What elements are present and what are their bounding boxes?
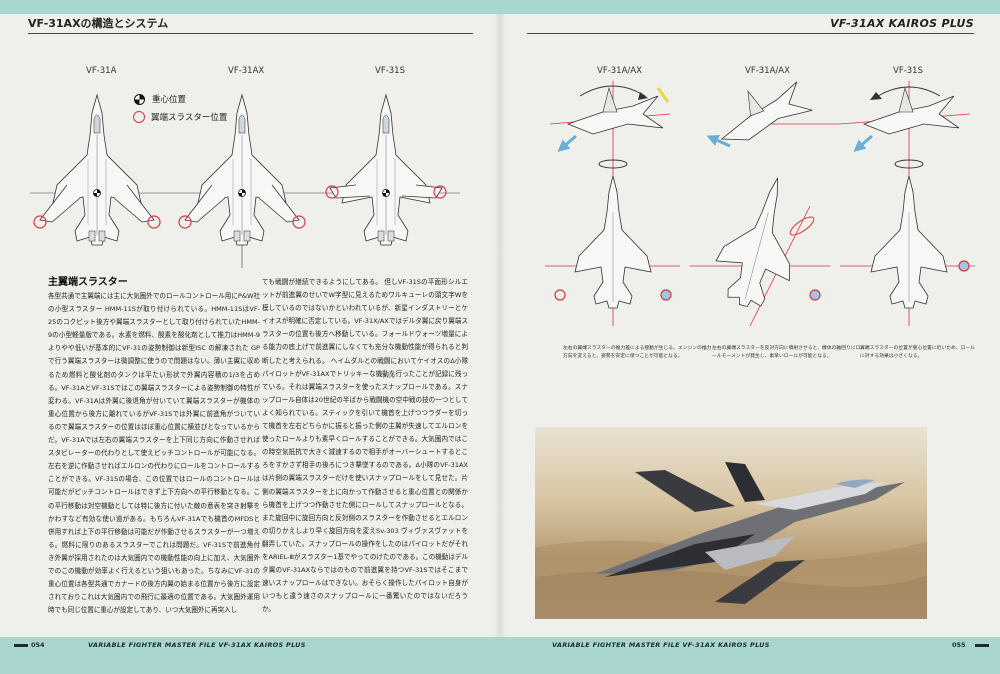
right-fig-label-3: VF-31S: [893, 66, 923, 76]
right-fig-label-1: VF-31A/AX: [597, 66, 642, 76]
left-page-header: VF-31AXの構造とシステム: [28, 17, 169, 30]
ruby-annotation: アルタ: [382, 375, 396, 380]
right-footer-text: VARIABLE FIGHTER MASTER FILE VF-31AX KAI…: [552, 641, 770, 649]
left-header-rule: [28, 33, 473, 34]
footer-band: [0, 637, 1000, 674]
article-column-1: 各型共通で主翼端には主に大気圏外でのロールコントロール用にP&W社の小型スラスタ…: [48, 292, 260, 615]
fig-label-vf31ax: VF-31AX: [228, 66, 265, 76]
legend-thruster-label: 翼端スラスター位置: [151, 113, 228, 123]
legend-cg-label: 重心位置: [152, 95, 187, 105]
caption-1: 左右の翼端スラスターの推力差による揺動が生じる。エンジンの推力方向を変えると、姿…: [563, 346, 712, 359]
left-page-number: 054: [31, 641, 45, 649]
right-page-number: 055: [952, 641, 966, 649]
roll-maneuver-diagrams: [545, 72, 975, 327]
caption-3: 翼端スラスターの位置が重心位置に近いため、ロールに対する効果は小さくなる。: [860, 346, 976, 359]
thruster-ring-icon: [133, 111, 145, 123]
article-column-2: ても戦闘が継続できるようにしてある。 但しVF-31Sの平面形シルエットが前進翼…: [262, 278, 468, 614]
top-accent-band: [0, 0, 1000, 14]
caption-2: 左右の翼端スラスターを反対方向に噴射させると、機体の軸回りにロールモーメントが発…: [712, 346, 861, 359]
aircraft-photo-illustration: [535, 462, 927, 619]
left-footer-text: VARIABLE FIGHTER MASTER FILE VF-31AX KAI…: [88, 641, 306, 649]
aircraft-photo: [535, 427, 927, 619]
right-page-header: VF-31AX KAIROS PLUS: [830, 17, 974, 30]
right-header-rule: [527, 33, 974, 34]
section-title: 主翼端スラスター: [48, 277, 128, 288]
page-gutter: [494, 14, 506, 638]
left-page-dash: [14, 644, 28, 647]
fig-label-vf31s: VF-31S: [375, 66, 405, 76]
planform-comparison-figure: [30, 94, 460, 268]
center-of-gravity-icon: [134, 93, 145, 105]
right-page-dash: [975, 644, 989, 647]
fig-label-vf31a: VF-31A: [86, 66, 117, 76]
figure-legend: 重心位置 翼端スラスター位置: [132, 90, 227, 126]
right-fig-label-2: VF-31A/AX: [745, 66, 790, 76]
